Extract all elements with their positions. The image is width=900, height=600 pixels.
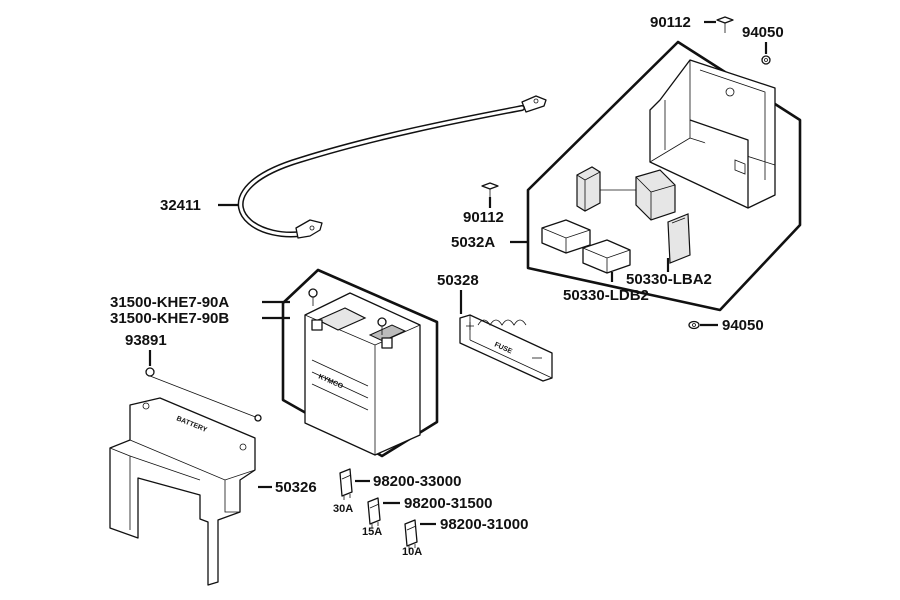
battery-pad-upper bbox=[576, 166, 601, 212]
label-94050-top: 94050 bbox=[742, 24, 784, 41]
battery-cable bbox=[237, 95, 547, 239]
fuse-30a bbox=[339, 468, 353, 500]
battery-pad-box-b bbox=[582, 239, 631, 274]
battery-bolt-right bbox=[377, 317, 387, 335]
label-31500-b: 31500-KHE7-90B bbox=[110, 310, 229, 327]
fuse-rating-10a: 10A bbox=[402, 546, 422, 558]
fuse-strip: FUSE bbox=[459, 314, 553, 382]
label-50330-LBA2: 50330-LBA2 bbox=[626, 271, 712, 288]
battery-bolt-left bbox=[308, 288, 318, 306]
screw-93891 bbox=[145, 367, 262, 422]
label-90112-mid: 90112 bbox=[463, 209, 504, 226]
label-31500-a: 31500-KHE7-90A bbox=[110, 294, 229, 311]
label-90112-top: 90112 bbox=[650, 14, 691, 31]
label-50330-LDB2: 50330-LDB2 bbox=[563, 287, 649, 304]
battery: KYMCO bbox=[304, 292, 421, 456]
battery-cover: BATTERY bbox=[109, 397, 256, 586]
label-50326: 50326 bbox=[275, 479, 317, 496]
label-fuse-98200-33000: 98200-33000 bbox=[373, 473, 461, 490]
label-94050-mid: 94050 bbox=[722, 317, 764, 334]
fuse-rating-15a: 15A bbox=[362, 526, 382, 538]
battery-box-group-frame bbox=[526, 40, 802, 312]
label-fuse-98200-31000: 98200-31000 bbox=[440, 516, 528, 533]
label-50328: 50328 bbox=[437, 272, 479, 289]
label-5032A: 5032A bbox=[451, 234, 495, 251]
fuse-rating-30a: 30A bbox=[333, 503, 353, 515]
battery-pad-right bbox=[667, 213, 691, 264]
battery-box bbox=[649, 59, 776, 209]
label-93891: 93891 bbox=[125, 332, 167, 349]
fuse-15a bbox=[367, 497, 381, 528]
nut-94050-mid bbox=[688, 320, 700, 330]
nut-94050-top bbox=[761, 55, 771, 65]
screw-90112-mid bbox=[481, 182, 499, 197]
fuse-10a bbox=[404, 519, 418, 550]
label-32411: 32411 bbox=[160, 197, 201, 214]
label-fuse-98200-31500: 98200-31500 bbox=[404, 495, 492, 512]
screw-90112-top bbox=[716, 16, 734, 33]
battery-pad-mid bbox=[635, 169, 676, 221]
